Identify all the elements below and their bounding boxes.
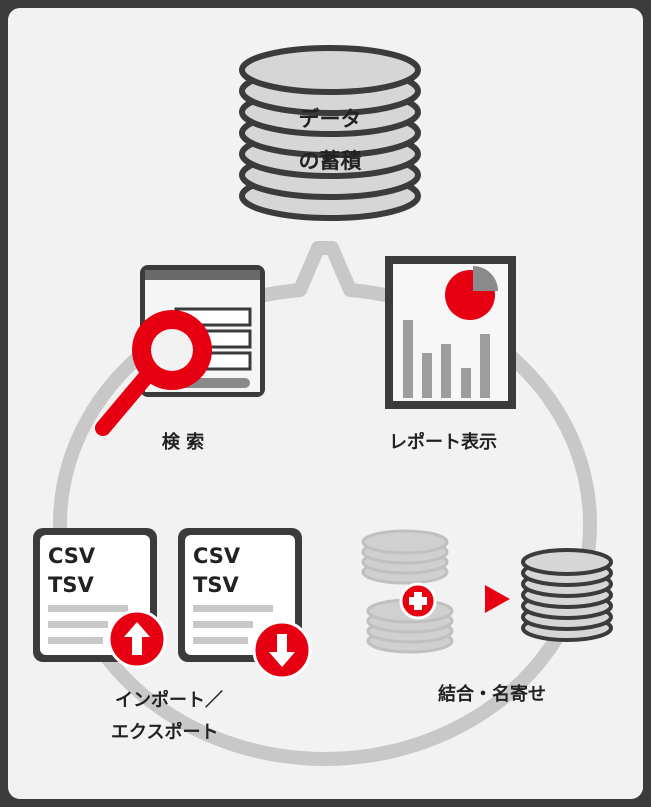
cycle-loop <box>53 241 597 766</box>
disc <box>239 45 421 95</box>
merged-database-icon <box>521 548 613 642</box>
report-label: レポート表示 <box>389 431 497 453</box>
import-export-label-line1: インポート／ <box>115 689 223 711</box>
merge-label: 結合・名寄せ <box>438 683 546 705</box>
merge-source-stacks-icon <box>361 529 454 654</box>
import-doc-line2: TSV <box>48 573 94 597</box>
arrow-right-icon <box>485 585 510 613</box>
magnifier-icon <box>95 310 212 436</box>
disc <box>521 548 613 576</box>
plus-icon <box>399 582 437 620</box>
download-arrow-icon <box>252 620 312 680</box>
database-label-line2: の蓄積 <box>299 149 363 173</box>
import-doc-line1: CSV <box>48 544 96 568</box>
report-icon <box>385 256 516 409</box>
upload-arrow-icon <box>107 609 167 669</box>
database-icon <box>239 45 421 221</box>
export-doc-line1: CSV <box>193 544 241 568</box>
search-label: 検 索 <box>162 431 204 453</box>
database-label-line1: データ <box>299 107 362 131</box>
disc <box>361 529 449 555</box>
export-doc-line2: TSV <box>193 573 239 597</box>
import-export-label-line2: エクスポート <box>111 721 218 743</box>
